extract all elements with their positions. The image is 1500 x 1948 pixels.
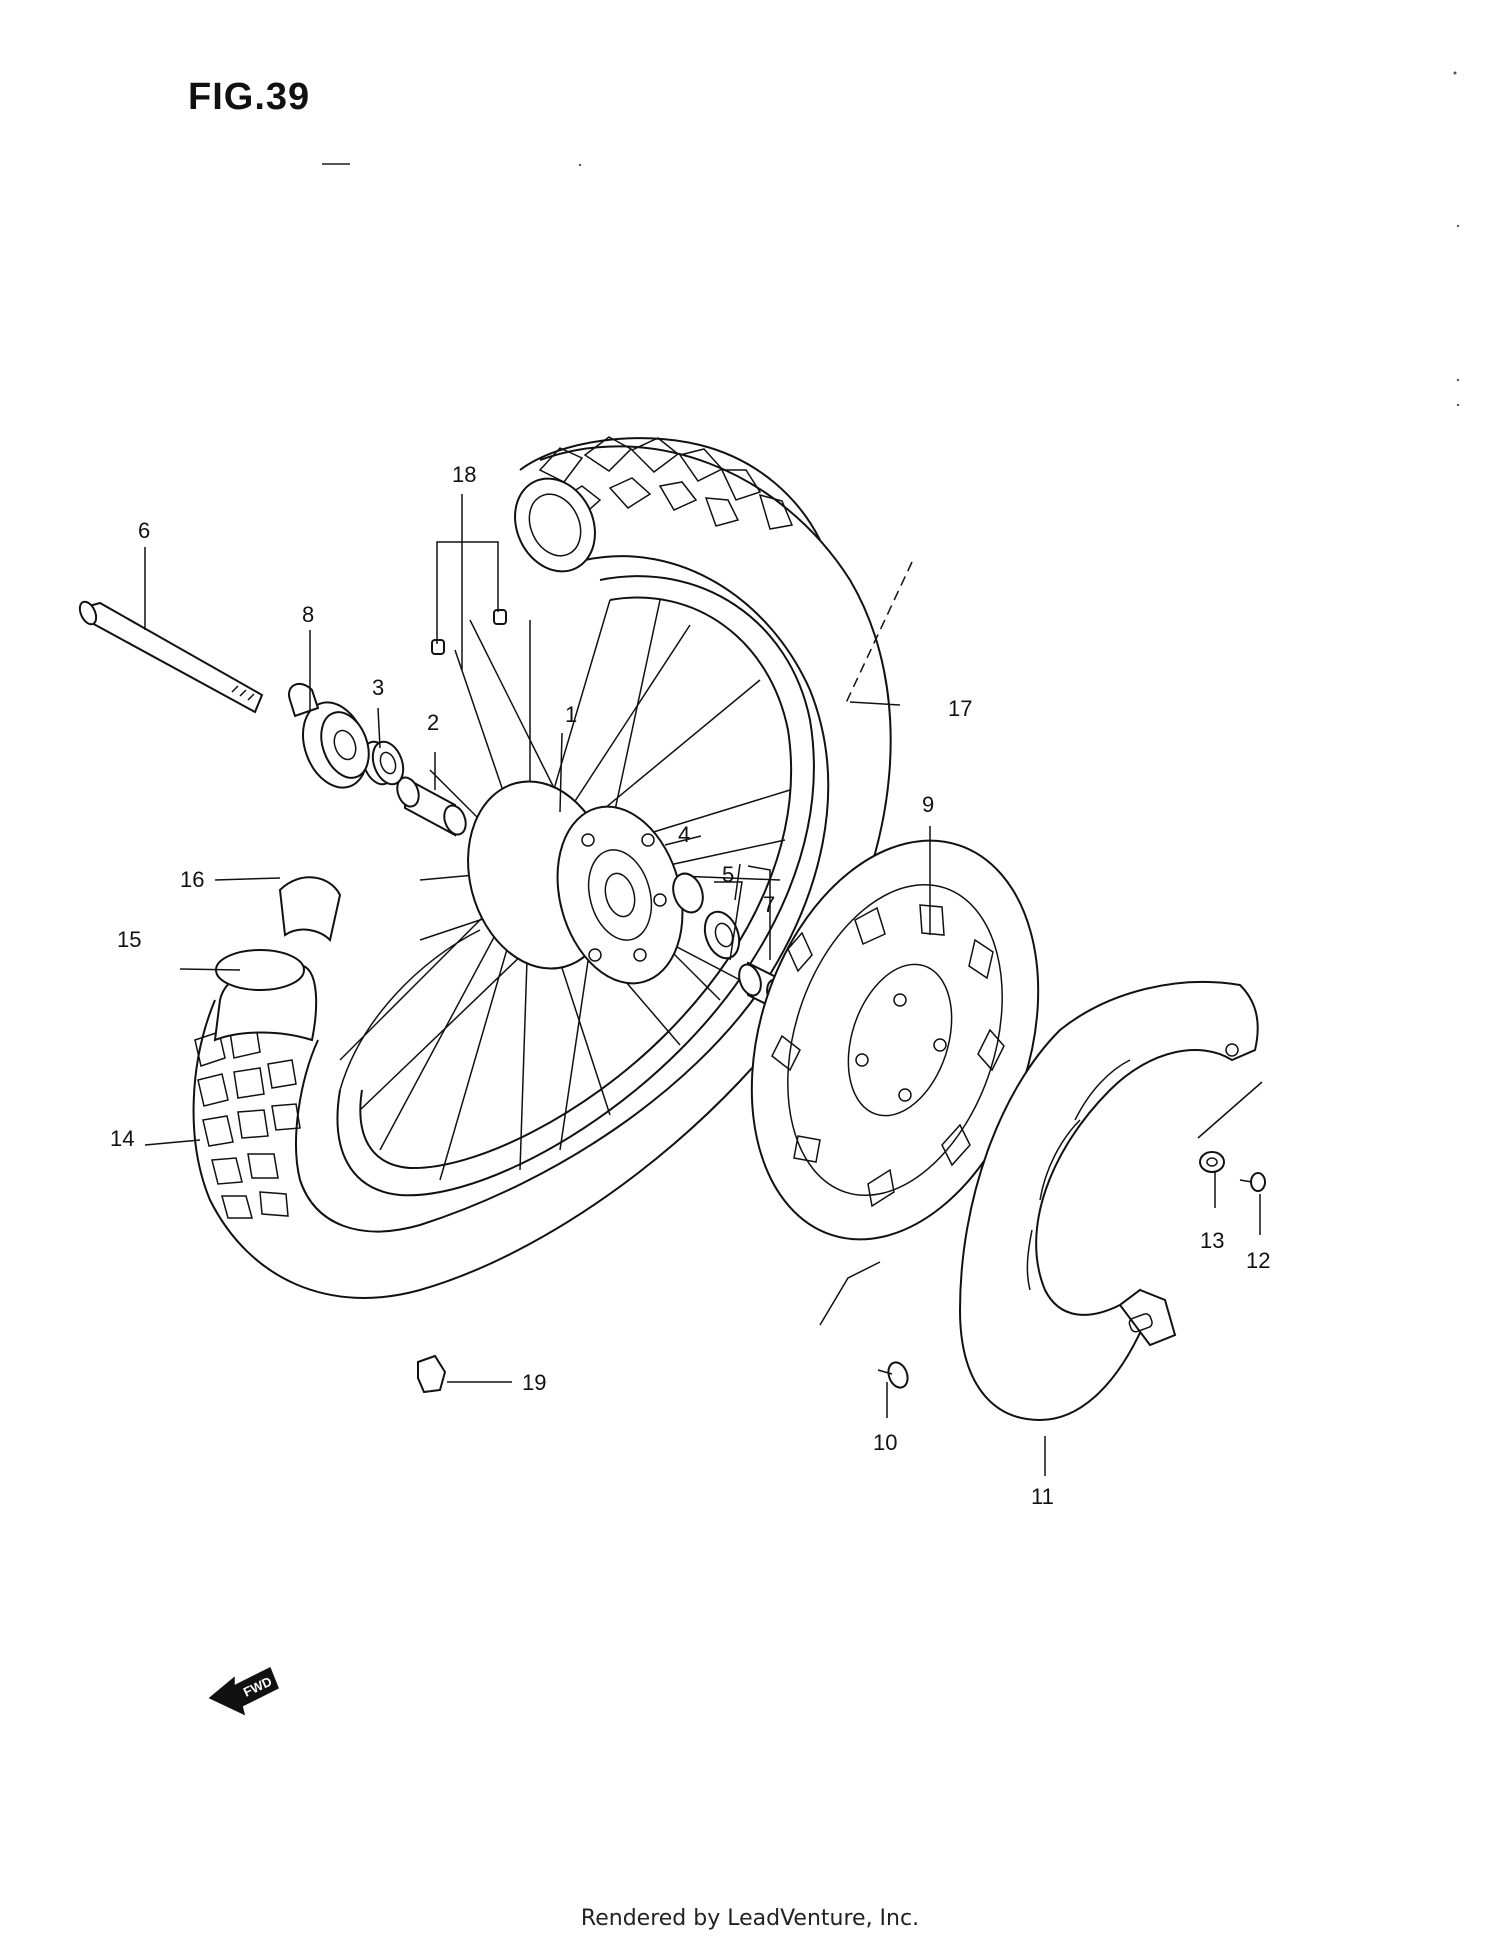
spacer-part — [396, 776, 467, 837]
cover-washer — [1199, 1151, 1225, 1173]
callout-2: 2 — [427, 710, 439, 735]
callout-5: 5 — [722, 862, 734, 887]
callout-labels: 1 2 3 4 5 6 7 8 9 10 11 12 13 14 15 16 1… — [110, 462, 1270, 1509]
leader-lines — [144, 494, 1263, 1476]
callout-18: 18 — [452, 462, 476, 487]
callout-9: 9 — [922, 792, 934, 817]
callout-3: 3 — [372, 675, 384, 700]
callout-16: 16 — [180, 867, 204, 892]
figure-title: FIG.39 — [188, 76, 311, 118]
scan-artifacts — [322, 71, 1460, 407]
disc-bolt — [877, 1361, 909, 1389]
hub-drawing — [467, 780, 684, 985]
valve-cap — [417, 1354, 447, 1394]
callout-6: 6 — [138, 518, 150, 543]
callout-19: 19 — [522, 1370, 546, 1395]
bearing-part-right — [672, 872, 741, 960]
tire-drawing — [192, 436, 892, 1299]
callout-14: 14 — [110, 1126, 134, 1151]
spoke-nipples — [431, 609, 507, 655]
tube-and-rim-band — [213, 876, 342, 1042]
callout-1: 1 — [565, 702, 577, 727]
forward-direction-badge: FWD — [208, 1666, 279, 1716]
callout-10: 10 — [873, 1430, 897, 1455]
callout-7: 7 — [763, 892, 775, 917]
disc-cover — [958, 981, 1259, 1422]
callout-4: 4 — [678, 822, 690, 847]
speedometer-gearbox — [288, 682, 370, 789]
front-axle — [78, 600, 264, 714]
bearing-part-left — [361, 740, 405, 786]
cover-screw — [1239, 1172, 1266, 1192]
callout-12: 12 — [1246, 1248, 1270, 1273]
footer-credit: Rendered by LeadVenture, Inc. — [580, 1906, 920, 1931]
callout-17: 17 — [948, 696, 972, 721]
callout-11: 11 — [1031, 1484, 1054, 1509]
callout-13: 13 — [1200, 1228, 1224, 1253]
callout-8: 8 — [302, 602, 314, 627]
callout-15: 15 — [117, 927, 141, 952]
